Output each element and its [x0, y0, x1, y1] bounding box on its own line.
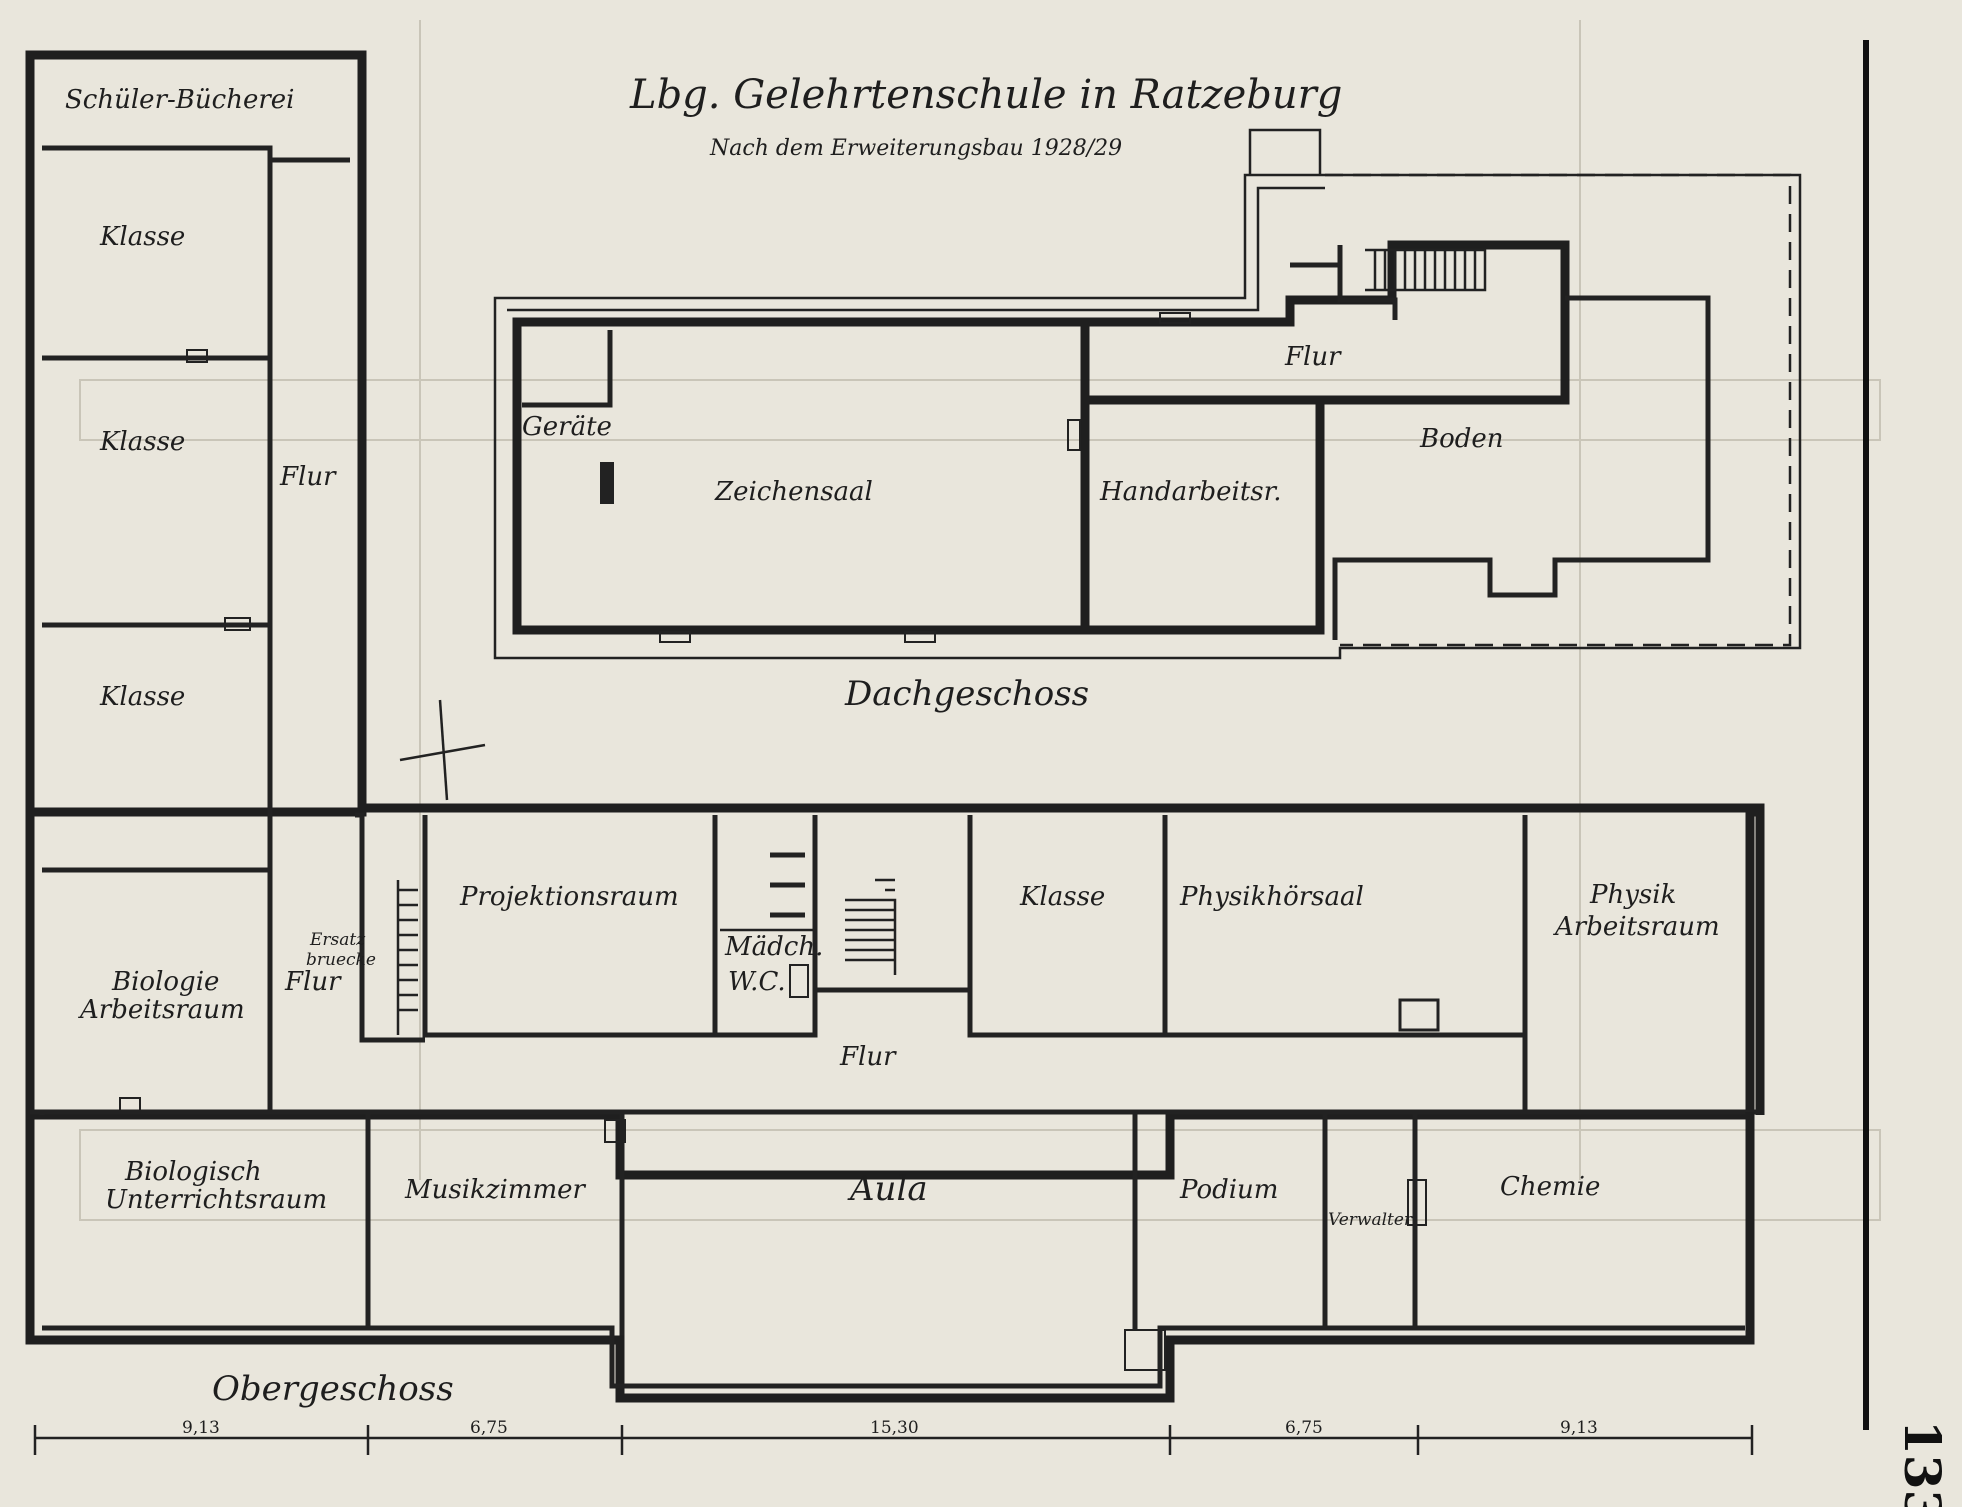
room-label-zeichensaal: Zeichensaal [714, 477, 873, 507]
room-label-biologisch-2: Unterrichtsraum [105, 1185, 327, 1215]
boden-walls [1332, 295, 1711, 640]
room-label-boden: Boden [1419, 424, 1504, 454]
stair-walls [812, 815, 973, 993]
floor-label-obergeschoss: Obergeschoss [212, 1369, 454, 1409]
dach-stair [1290, 245, 1487, 320]
room-label-ersatz-1: Ersatz [309, 930, 366, 950]
room-label-podium: Podium [1179, 1175, 1278, 1205]
handarbeit-walls [1085, 395, 1325, 635]
room-label-klasse-2: Klasse [99, 427, 185, 457]
klasse-east-walls [967, 815, 1168, 1038]
room-label-biologie-2: Arbeitsraum [78, 995, 245, 1025]
room-label-flur-small: Flur [284, 967, 342, 997]
room-label-klasse-east: Klasse [1019, 882, 1105, 912]
room-label-flur-main: Flur [839, 1042, 897, 1072]
physikhoersaal-walls [1162, 815, 1528, 1038]
dimension-label-4: 6,75 [1285, 1418, 1323, 1438]
room-label-klasse-3: Klasse [99, 682, 185, 712]
south-wall [25, 1112, 1755, 1403]
room-label-gerate: Geräte [522, 412, 612, 442]
ersatz-stair [396, 880, 418, 1035]
room-label-verwalter: Verwalter [1328, 1210, 1413, 1230]
dimension-label-1: 9,13 [182, 1418, 220, 1438]
room-label-chemie: Chemie [1500, 1172, 1600, 1202]
room-label-wc: W.C. [728, 967, 786, 997]
room-label-schueler-buecherei: Schüler-Bücherei [65, 85, 294, 115]
dimension-label-3: 15,30 [870, 1418, 919, 1438]
main-stair [845, 878, 897, 975]
room-label-projektionsraum: Projektionsraum [459, 882, 679, 912]
room-label-physik-2: Arbeitsraum [1553, 912, 1720, 942]
north-arrow [399, 699, 486, 801]
flur-top-walls [1085, 240, 1570, 405]
dimension-label-2: 6,75 [470, 1418, 508, 1438]
dachgeschoss-outline-inner [507, 186, 1325, 312]
room-label-physik-1: Physik [1589, 880, 1676, 910]
drawing-title: Lbg. Gelehrtenschule in Ratzeburg [629, 72, 1342, 118]
room-label-flur-west: Flur [279, 462, 337, 492]
dachgeschoss-plan: Geräte Zeichensaal Handarbeitsr. Flur Bo… [493, 128, 1802, 714]
drawing-subtitle: Nach dem Erweiterungsbau 1928/29 [709, 136, 1122, 161]
projektionsraum-walls [422, 815, 718, 1038]
gerate-walls [522, 330, 613, 408]
wc-walls [712, 815, 818, 1038]
room-label-musikzimmer: Musikzimmer [404, 1175, 586, 1205]
room-label-biologisch-1: Biologisch [124, 1157, 262, 1187]
room-label-handarbeit: Handarbeitsr. [1099, 477, 1281, 507]
room-label-klasse-1: Klasse [99, 222, 185, 252]
room-label-physikhoersaal: Physikhörsaal [1179, 882, 1364, 912]
room-label-aula: Aula [847, 1169, 928, 1209]
east-wing-walls [357, 803, 1765, 1115]
floor-label-dachgeschoss: Dachgeschoss [844, 674, 1089, 714]
room-label-ersatz-2: bruecke [306, 950, 376, 970]
room-label-biologie-1: Biologie [111, 967, 219, 997]
obergeschoss-plan: Schüler-Bücherei Klasse Klasse Klasse Fl… [25, 50, 1765, 1409]
room-label-maedchen: Mädch. [724, 932, 823, 962]
room-label-flur-dach: Flur [1284, 342, 1342, 372]
dachgeschoss-outline [493, 173, 1802, 660]
page-number: 133 [1893, 1420, 1952, 1507]
dimension-label-5: 9,13 [1560, 1418, 1598, 1438]
main-building-walls [25, 807, 1760, 1180]
dachgeschoss-dashed-wing [1325, 173, 1792, 647]
dimension-line: 9,13 6,75 15,30 6,75 9,13 [33, 1418, 1754, 1455]
bleed-through-background [79, 20, 1881, 1221]
